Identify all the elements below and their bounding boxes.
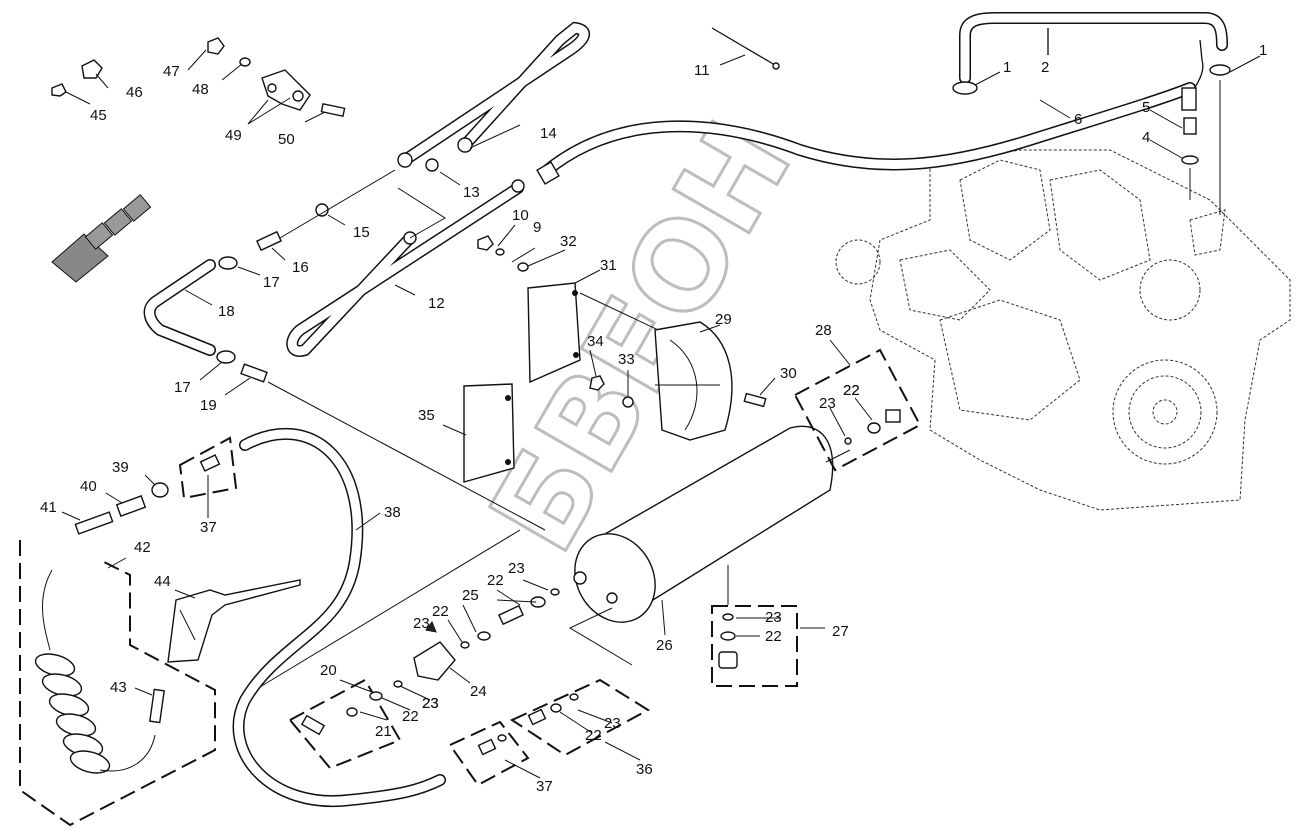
coupling-fittings: [74, 482, 169, 535]
callout-26: 26: [656, 637, 673, 654]
bracket-31: [527, 282, 691, 384]
callout-23-e: 23: [422, 695, 439, 712]
callout-9: 9: [533, 219, 541, 236]
strap-29: [654, 321, 733, 441]
callout-43: 43: [110, 679, 127, 696]
callout-23-g: 23: [422, 695, 439, 712]
callout-22-f: 22: [585, 727, 602, 744]
callout-42: 42: [134, 539, 151, 556]
small-hardware: [51, 37, 346, 118]
callout-35: 35: [418, 407, 435, 424]
callout-40: 40: [80, 478, 97, 495]
callout-4: 4: [1142, 129, 1150, 146]
callout-14: 14: [540, 125, 557, 142]
pipe-14: [397, 21, 590, 168]
callout-38: 38: [384, 504, 401, 521]
callout-25: 25: [462, 587, 479, 604]
callout-22-e: 22: [402, 708, 419, 725]
callout-37-upper: 37: [200, 519, 217, 536]
callout-23-a: 23: [819, 395, 836, 412]
callout-28: 28: [815, 322, 832, 339]
callout-22-a: 22: [843, 382, 860, 399]
callout-24: 24: [470, 683, 487, 700]
fitting-19: [240, 363, 546, 531]
callout-48: 48: [192, 81, 209, 98]
callout-22-b: 22: [765, 628, 782, 645]
callout-34: 34: [587, 333, 604, 350]
callout-29: 29: [715, 311, 732, 328]
hose-18: [143, 256, 238, 364]
clamp-1: [952, 64, 1231, 95]
callout-37-lower: 37: [536, 778, 553, 795]
callout-36: 36: [636, 761, 653, 778]
callout-20: 20: [320, 662, 337, 679]
callout-50: 50: [278, 131, 295, 148]
hose-coils: [34, 653, 111, 774]
callout-18: 18: [218, 303, 235, 320]
callout-12: 12: [428, 295, 445, 312]
callout-23-c: 23: [508, 560, 525, 577]
callout-16: 16: [292, 259, 309, 276]
callout-13: 13: [463, 184, 480, 201]
air-gun-44: [167, 579, 301, 663]
callout-17-upper: 17: [263, 274, 280, 291]
callout-11: 11: [694, 62, 710, 79]
kit-36: [509, 678, 650, 757]
callout-22-c: 22: [487, 572, 504, 589]
cable-tie-11: [711, 27, 780, 70]
callout-1-right: 1: [1259, 42, 1267, 59]
air-tank-26: [568, 425, 851, 666]
fitting-5: [1181, 80, 1221, 215]
direction-arrow-icon: [51, 194, 152, 283]
callout-19: 19: [200, 397, 217, 414]
hose-6: [536, 39, 1204, 185]
callout-31: 31: [600, 257, 617, 274]
hose-38: [232, 428, 446, 808]
callout-22-g: 22: [843, 382, 860, 399]
callout-49: 49: [225, 127, 242, 144]
callout-30: 30: [780, 365, 797, 382]
callout-33: 33: [618, 351, 635, 368]
valve-assembly: [254, 529, 560, 770]
kit-28: [793, 348, 922, 472]
callout-39: 39: [112, 459, 129, 476]
callout-2: 2: [1041, 59, 1049, 76]
callout-17-lower: 17: [174, 379, 191, 396]
pipe-2: [959, 12, 1228, 84]
callout-1-left: 1: [1003, 59, 1011, 76]
callout-labels: 1 1 2 4 5 6 9 10 11 12 13 14 15 16 17 17…: [40, 42, 1267, 795]
kit-37-upper: [178, 436, 238, 500]
bracket-35: [463, 383, 515, 483]
leader-lines: [61, 49, 1261, 779]
callout-22-d: 22: [432, 603, 449, 620]
kit-27: [711, 605, 798, 687]
callout-45: 45: [90, 107, 107, 124]
callout-32: 32: [560, 233, 577, 250]
callout-21: 21: [375, 723, 392, 740]
coiled-hose-kit-42: [19, 540, 216, 827]
callout-44: 44: [154, 573, 171, 590]
callout-23-d: 23: [413, 615, 430, 632]
callout-27: 27: [832, 623, 849, 640]
bolts: [477, 235, 767, 408]
callout-47: 47: [163, 63, 180, 80]
fittings-13-15-16: [255, 158, 446, 252]
callout-15: 15: [353, 224, 370, 241]
callout-23-b: 23: [765, 609, 782, 626]
callout-46: 46: [126, 84, 143, 101]
callout-5: 5: [1142, 99, 1150, 116]
callout-23-f: 23: [604, 715, 621, 732]
callout-10: 10: [512, 207, 529, 224]
callout-6: 6: [1074, 111, 1082, 128]
engine: [835, 149, 1291, 511]
callout-41: 41: [40, 499, 57, 516]
kit-37-lower: [448, 720, 530, 787]
